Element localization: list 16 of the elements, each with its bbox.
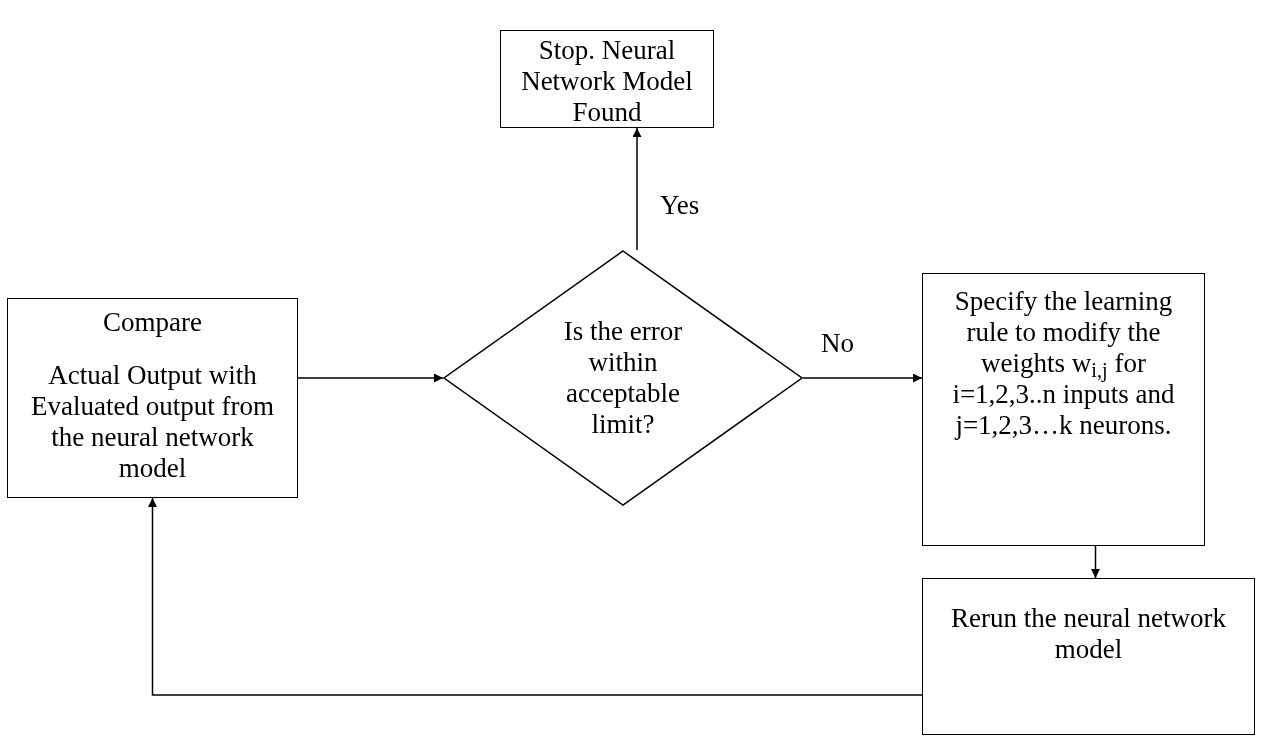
process-box [500,30,714,128]
arrow [802,373,923,383]
box-text: Actual Output with Evaluated output from the neural network model [30,360,275,485]
box-text: Stop. Neural Network Model Found [520,35,694,129]
process-box [922,273,1205,546]
arrow [1091,545,1100,579]
process-box [7,298,298,498]
arrow [297,373,444,383]
box-text: Rerun the neural network model [949,603,1228,666]
arrow [148,497,923,696]
arrow [632,127,642,251]
box-text: Specify the learning rule to modify the weights w$_{i,j}$ for i=1,2,3..n inputs and j=1,2,3…k neurons. [951,286,1176,442]
box-text: Is the error within acceptable limit? [562,315,684,441]
decision-diamond [443,250,803,506]
box-text: Compare [103,307,202,339]
process-box [922,578,1255,735]
